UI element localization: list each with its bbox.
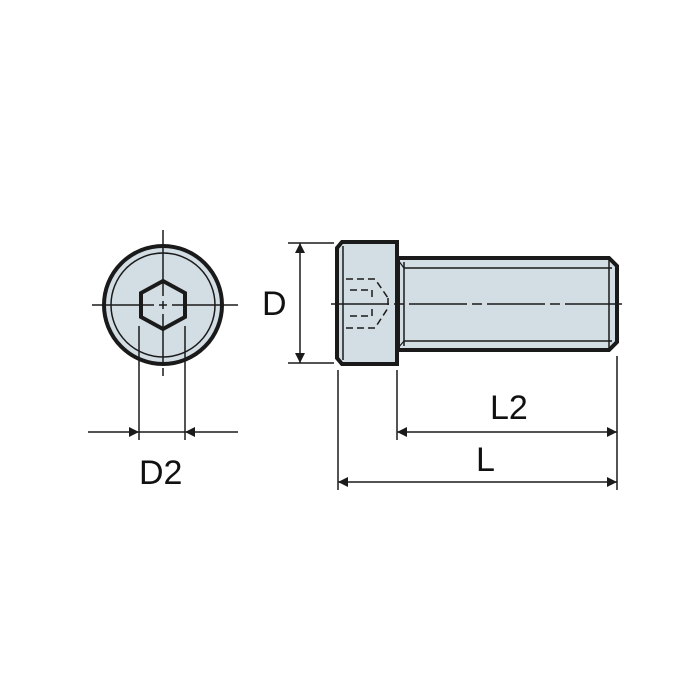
end-view bbox=[88, 230, 238, 440]
dimension-label-d: D bbox=[262, 285, 287, 323]
screw-head bbox=[335, 240, 399, 366]
dimension-label-d2: D2 bbox=[139, 454, 183, 492]
side-view bbox=[288, 240, 622, 490]
dimension-label-l: L bbox=[476, 441, 495, 479]
dimension-label-l2: L2 bbox=[490, 389, 528, 427]
